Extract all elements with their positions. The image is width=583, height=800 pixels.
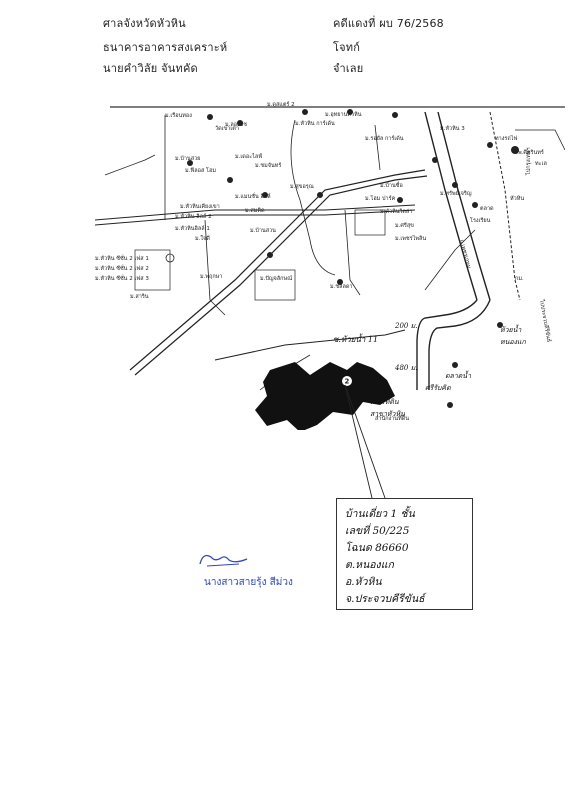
map-label: กม.	[515, 276, 524, 282]
map-label: ม.เดอะไลฟ์	[235, 153, 262, 160]
map-label: รพ.ศิครินทร์	[515, 149, 544, 156]
signature-mark	[195, 548, 255, 576]
map-label: ม.ปัญจลักษณ์	[260, 275, 292, 282]
horizontal-road-2	[95, 209, 416, 226]
map-label: ม.สาริน	[130, 293, 149, 300]
map-label: ม.หัวหิน ซีซั่น 2 เฟส 3	[95, 274, 149, 282]
defendant-name: นายคำวิลัย จันทคัด	[103, 62, 198, 75]
map-label: ม.อุทยานหัวหิน	[325, 111, 362, 118]
hand-label-right-1: ห้วยน้ำ	[500, 324, 522, 334]
callout-line-5: อ.หัวหิน	[345, 576, 382, 588]
diagonal-road-2	[134, 175, 428, 376]
hand-label-mid-1: ตลาดน้ำ	[445, 370, 472, 380]
railway	[489, 111, 521, 301]
signatory-name: นางสาวสายรุ้ง สีม่วง	[204, 577, 293, 588]
subdivision-block-2	[254, 269, 296, 301]
road-ns-4	[204, 219, 226, 316]
map-label: ม.เรือนทอง	[165, 112, 192, 119]
road-ns-5	[374, 124, 381, 171]
map-label: ม.หัวหิน การ์เด้น	[295, 120, 335, 127]
hand-label-bottom-1: สนง.ที่ดิน	[370, 396, 399, 406]
map-label: ม.รอยัล การ์เด้น	[365, 135, 404, 142]
subdivision-block-3	[354, 209, 386, 236]
map-label: ม.ฟีลอส โฮม	[185, 166, 216, 174]
defendant-role: จำเลย	[333, 62, 364, 75]
map-label: ม.แมนชั่น ฮิลล์	[235, 192, 271, 200]
highway-line-2	[437, 111, 491, 301]
property-area	[255, 362, 395, 430]
horizontal-road-1	[95, 204, 416, 221]
west-spur	[104, 154, 156, 176]
map-label: หัวหิน	[510, 195, 524, 202]
location-map: 2 ม.เรือนทอง ม.ลองบีช ม.ดูสแตร์ 2 ม.อุทย…	[95, 100, 565, 430]
map-label: ม.บ้านสวย	[175, 155, 200, 162]
property-marker	[342, 376, 352, 386]
callout-line-6: จ.ประจวบคีรีขันธ์	[345, 593, 425, 605]
map-label: ม.โฮม ปาร์ค	[365, 194, 396, 202]
diagonal-road-1	[129, 169, 426, 371]
road-ns-3	[344, 209, 361, 296]
court-name: ศาลจังหวัดหัวหิน	[103, 17, 186, 30]
hand-distance-1: 200 ม.	[394, 322, 417, 330]
map-label: ม.ใจดี	[195, 235, 210, 242]
map-label: ม.ดูสแตร์ 2	[267, 101, 295, 108]
map-label: สำนักงานที่ดิน	[375, 414, 409, 422]
callout-line-2: เลขที่ 50/225	[345, 525, 410, 537]
highway-curve-2	[428, 299, 491, 390]
location-circle	[165, 253, 175, 263]
landmark-dots	[187, 109, 519, 408]
map-label: ม.เพชรไพลิน	[395, 235, 426, 242]
map-label: ม.ทรัพย์เจริญ	[440, 190, 472, 197]
map-label: ม.ชลลดา	[330, 283, 353, 290]
plaintiff-role: โจทก์	[333, 41, 361, 54]
road-right-2	[515, 129, 565, 151]
hand-road-label: ซ.ห้วยน้ำ 11	[333, 333, 378, 344]
map-label: ม.หัวหิน ซีซั่น 2 เฟส 2	[95, 264, 149, 272]
property-callout: บ้านเดี่ยว 1 ชั้น เลขที่ 50/225 โฉนด 866…	[336, 498, 473, 610]
map-label: ม.บ้านซื่อ	[380, 181, 403, 189]
map-label: ม.สุขอรุณ	[290, 183, 314, 190]
map-label: ม.หัวหินเคียงเขา	[180, 203, 220, 210]
map-label: ตลาด	[480, 206, 494, 212]
map-label: ม.บ้านสวน	[250, 227, 276, 234]
soi-road	[214, 329, 406, 361]
callout-line-1: บ้านเดี่ยว 1 ชั้น	[345, 508, 415, 520]
map-label: ม.ลองบีช	[225, 121, 247, 128]
map-label: ม.สมคิด	[245, 207, 265, 214]
map-label: ทะเล	[535, 161, 547, 167]
property-marker-label: 2	[345, 378, 350, 386]
map-label: วัดเขาเต่า	[215, 125, 239, 132]
hand-label-bottom-2: สาขาหัวหิน	[370, 410, 405, 418]
map-label: ม.หัวหิน ฮิลล์ 2	[175, 213, 212, 220]
map-label: ม.พฤกษา	[200, 274, 222, 280]
map-drawing: 2 ม.เรือนทอง ม.ลองบีช ม.ดูสแตร์ 2 ม.อุทย…	[95, 101, 565, 430]
callout-line-4: ต.หนองแก	[345, 559, 394, 571]
map-label: โรงเรียน	[470, 216, 491, 224]
subdivision-block-1	[134, 249, 171, 291]
map-label: ม.ชมจันทร์	[255, 162, 281, 169]
hand-label-mid-2: ศรีรับคิด	[425, 384, 451, 392]
hand-label-right-2: หนองแก	[500, 338, 527, 346]
road-right-1	[424, 229, 476, 291]
road-ns-2	[290, 119, 336, 276]
highway-curve-1	[416, 299, 478, 390]
hand-distance-2: 480 ม.	[394, 364, 417, 372]
map-label: ม.ศรีสุข	[395, 222, 414, 229]
callout-line-3: โฉนด 86660	[345, 542, 409, 554]
highway-line-1	[424, 111, 478, 301]
map-label: ทางรถไฟ	[495, 135, 517, 142]
case-number: คดีแดงที่ ผบ 76/2568	[333, 17, 444, 30]
map-label: ม.หัวหินฮิลล์ 1	[175, 225, 210, 232]
map-label: ม.หัวหินวิลล่า	[380, 208, 412, 215]
map-label: ไปกรุงเทพฯ	[525, 148, 532, 176]
map-label: ม.หัวหิน ซีซั่น 2 เฟส 1	[95, 254, 149, 262]
map-label: ม.หัวหิน 3	[440, 125, 465, 132]
plaintiff-name: ธนาคารอาคารสงเคราะห์	[103, 41, 228, 54]
